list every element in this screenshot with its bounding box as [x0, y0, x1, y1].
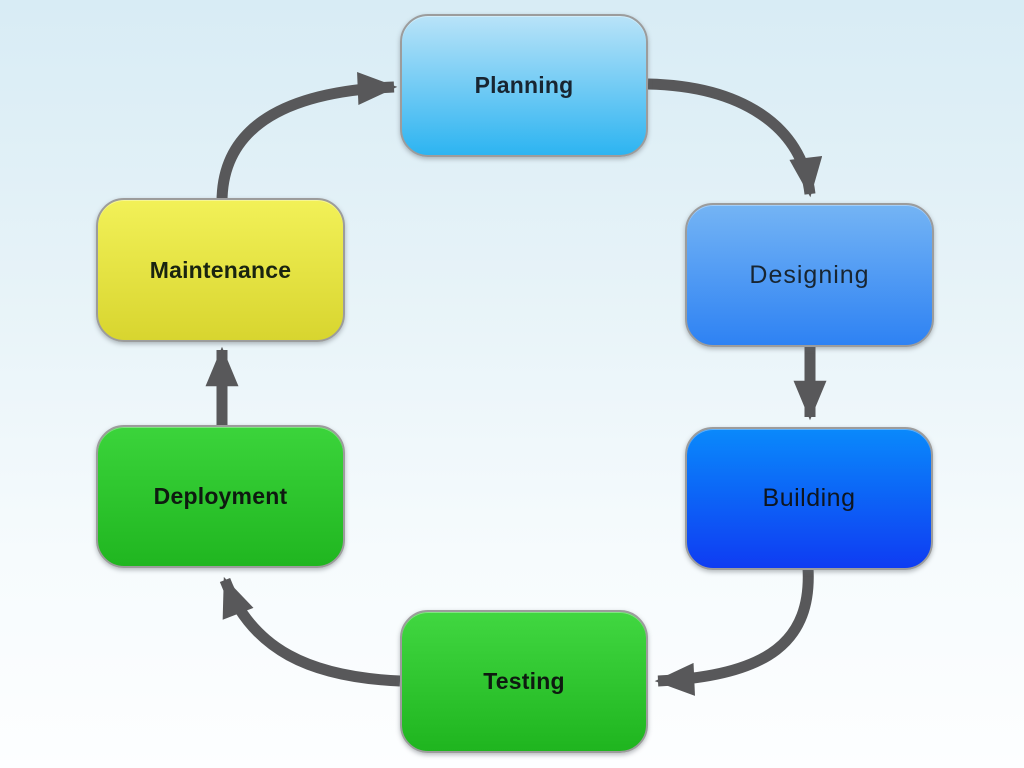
arrow-maintenance-to-planning — [216, 72, 398, 203]
node-planning-label: Planning — [474, 72, 574, 98]
node-testing-label: Testing — [483, 668, 565, 694]
node-maintenance-label: Maintenance — [149, 256, 292, 283]
node-designing: Designing — [685, 203, 934, 347]
arrow-building-to-testing — [654, 567, 814, 696]
node-designing-label: Designing — [749, 260, 870, 289]
node-building: Building — [685, 427, 933, 570]
node-testing: Testing — [400, 610, 648, 753]
arrow-testing-to-deployment — [219, 576, 401, 687]
node-deployment: Deployment — [96, 425, 345, 568]
node-deployment-label: Deployment — [153, 483, 288, 509]
node-maintenance: Maintenance — [96, 198, 345, 342]
node-planning: Planning — [400, 14, 648, 157]
node-building-label: Building — [762, 484, 856, 512]
arrow-planning-to-designing — [647, 78, 823, 198]
